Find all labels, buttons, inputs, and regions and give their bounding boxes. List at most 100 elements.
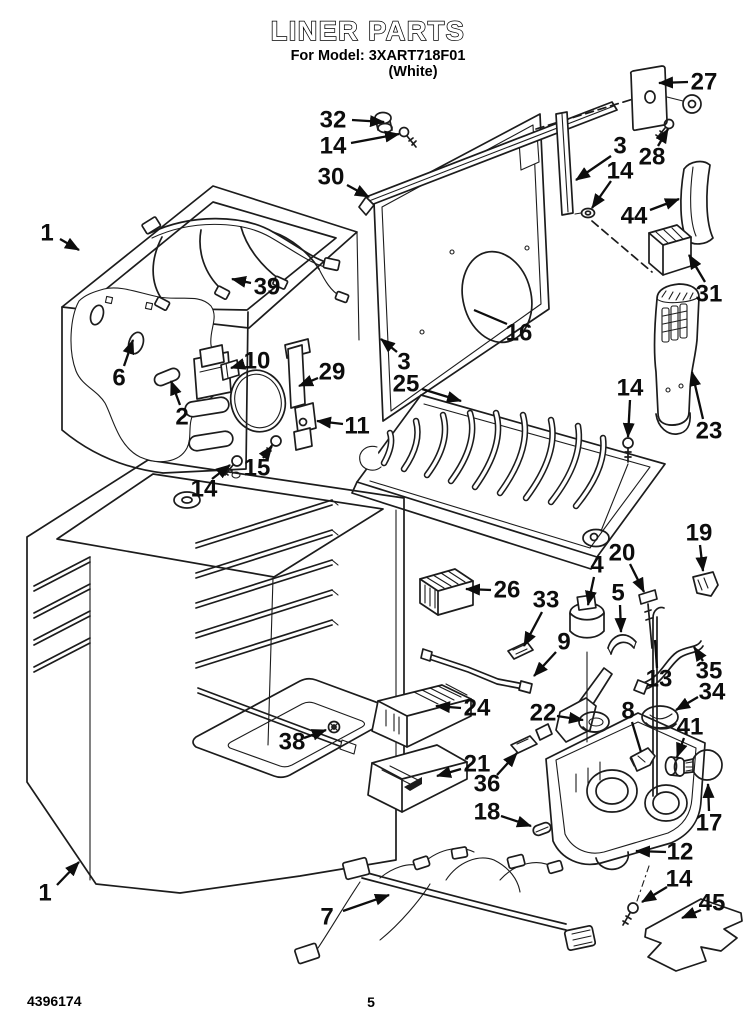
evaporator-bar	[184, 396, 230, 418]
clip-33	[507, 641, 534, 660]
callout-8-leader	[630, 721, 643, 753]
lower-wiring-harness	[294, 846, 597, 965]
trim-strip	[555, 111, 596, 219]
top-face-hole	[173, 491, 201, 509]
callout-18-leader	[500, 814, 532, 828]
callout-45-leader	[681, 907, 702, 920]
callout-8: 8	[621, 698, 634, 725]
lens-34	[641, 705, 679, 730]
callout-14: 14	[617, 375, 644, 402]
callout-38: 38	[279, 729, 306, 756]
callout-25: 25	[393, 371, 420, 398]
light-bulb	[683, 749, 723, 781]
callout-44: 44	[621, 203, 648, 230]
page-title: LINER PARTS	[271, 16, 466, 46]
wiring-harness-top	[141, 216, 350, 312]
drip-tray	[351, 394, 666, 570]
screw-14-tray	[622, 437, 634, 463]
top-rail	[358, 94, 653, 273]
callout-12: 12	[667, 839, 694, 866]
callout-35-leader	[693, 646, 707, 663]
callout-24: 24	[464, 695, 491, 722]
callout-24-leader	[435, 701, 462, 714]
fan-opening	[229, 369, 287, 433]
callout-14: 14	[666, 866, 693, 893]
tray-slots	[380, 409, 607, 510]
callout-5-leader	[614, 604, 627, 633]
callout-32: 32	[320, 107, 347, 134]
callout-3-leader	[575, 155, 612, 181]
callout-13: 13	[646, 666, 673, 693]
callout-25-leader	[421, 387, 462, 403]
callout-38-leader	[303, 728, 327, 741]
ice-duct-lower	[367, 744, 468, 813]
tray-boss	[582, 528, 610, 548]
callout-2: 2	[175, 404, 188, 431]
callout-2-leader	[169, 380, 182, 406]
callout-15-leader	[258, 445, 273, 461]
page-number: 5	[367, 994, 375, 1010]
upper-liner-shell	[61, 185, 360, 474]
callout-1-leader	[56, 861, 80, 886]
callout-21-leader	[436, 766, 462, 778]
callout-41: 41	[677, 714, 704, 741]
lower-liner-shell	[26, 459, 405, 894]
callout-35: 35	[696, 658, 723, 685]
shield-45	[644, 898, 743, 972]
callout-14: 14	[607, 158, 634, 185]
callout-10: 10	[244, 348, 271, 375]
screw-15	[262, 435, 282, 456]
wire-cover-sleeve	[680, 160, 714, 245]
left-wall-rails	[33, 556, 91, 673]
callout-29-leader	[298, 375, 319, 388]
pin-20	[638, 589, 658, 649]
callout-21: 21	[464, 751, 491, 778]
callout-26-leader	[465, 583, 492, 596]
callout-1-leader	[59, 237, 80, 251]
callout-31-leader	[688, 254, 706, 283]
screw-14-top	[398, 126, 417, 148]
callout-44-leader	[649, 197, 680, 212]
callout-20: 20	[609, 540, 636, 567]
callout-9-leader	[533, 651, 557, 677]
evaporator-bar	[188, 430, 234, 452]
callout-41-leader	[675, 737, 688, 758]
callout-23: 23	[696, 418, 723, 445]
callout-26: 26	[494, 577, 521, 604]
callout-28-leader	[655, 128, 669, 147]
callout-14: 14	[320, 133, 347, 160]
finish-line: (White)	[388, 64, 437, 80]
callout-36: 36	[474, 771, 501, 798]
screw-14-bottom	[622, 865, 650, 926]
callout-14-leader	[350, 130, 400, 145]
callout-3: 3	[397, 349, 410, 376]
cover-box	[648, 224, 692, 276]
callout-6-leader	[122, 339, 135, 367]
callout-16: 16	[506, 320, 533, 347]
callout-4: 4	[590, 552, 604, 579]
callout-22-leader	[556, 711, 584, 724]
callout-17: 17	[696, 810, 723, 837]
clip-36	[510, 735, 538, 754]
callout-1: 1	[38, 880, 51, 907]
capillary-rod	[420, 648, 533, 694]
airflow-arrow	[404, 777, 422, 791]
callout-23-leader	[689, 371, 705, 420]
callout-27: 27	[691, 69, 718, 96]
callout-10-leader	[230, 358, 247, 370]
callout-11-leader	[316, 416, 344, 429]
callout-39: 39	[254, 274, 281, 301]
callout-19: 19	[686, 520, 713, 547]
callout-14-leader	[211, 464, 231, 480]
shelf-rails	[195, 499, 357, 755]
callout-3-leader	[380, 338, 398, 353]
callout-11: 11	[344, 413, 369, 440]
callout-22: 22	[530, 700, 557, 727]
callout-14-leader	[622, 399, 635, 438]
callout-17-leader	[702, 783, 715, 812]
callout-27-leader	[658, 76, 689, 89]
model-line: For Model: 3XART718F01	[291, 48, 466, 64]
callout-12-leader	[635, 845, 667, 858]
